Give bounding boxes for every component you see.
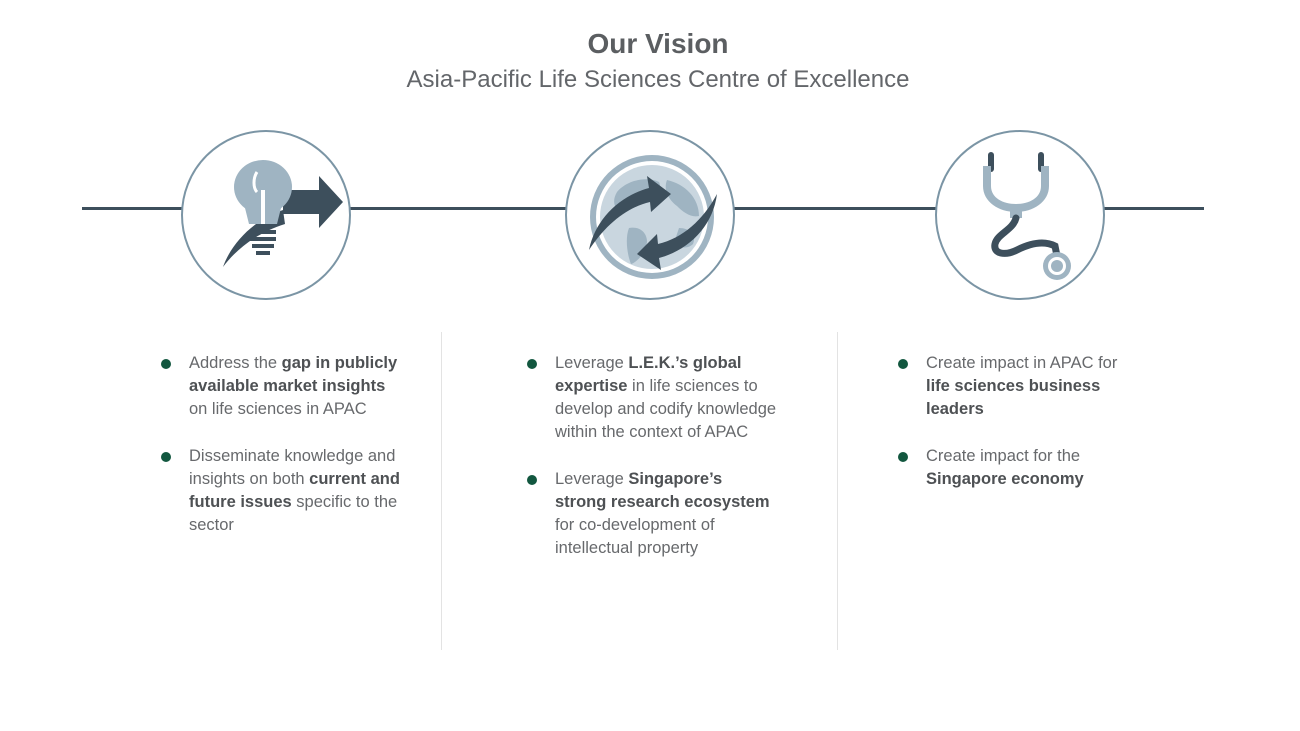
page-title: Our Vision <box>587 28 729 59</box>
icon-circle-right <box>935 130 1105 300</box>
column-divider-2 <box>837 332 838 650</box>
bullet-text: specific to the sector <box>189 493 398 534</box>
bullet-list: Leverage L.E.K.’s global expertise in li… <box>527 352 777 560</box>
bullet-text: Disseminate knowledge and insights on bo… <box>189 447 396 488</box>
bullet-bold-text: life sciences business leaders <box>926 377 1101 418</box>
bullet-text: Leverage <box>555 470 629 488</box>
bullet-text: Leverage <box>555 354 629 372</box>
bullet-item: Leverage L.E.K.’s global expertise in li… <box>527 352 777 444</box>
column-left: Address the gap in publicly available ma… <box>161 352 406 561</box>
column-divider-1 <box>441 332 442 650</box>
icon-circle-middle <box>565 130 735 300</box>
bullet-text: Create impact in APAC for <box>926 354 1118 372</box>
globe-exchange-icon <box>589 155 717 279</box>
bullet-item: Create impact in APAC for life sciences … <box>898 352 1143 421</box>
bullet-text: for co-development of intellectual prope… <box>555 516 715 557</box>
bullet-text: on life sciences in APAC <box>189 400 367 418</box>
column-middle: Leverage L.E.K.’s global expertise in li… <box>527 352 777 584</box>
bullet-bold-text: L.E.K.’s global expertise <box>555 354 742 395</box>
lightbulb-arrow-icon <box>223 160 343 267</box>
icon-circle-left <box>181 130 351 300</box>
column-right: Create impact in APAC for life sciences … <box>898 352 1143 515</box>
bullet-item: Create impact for the Singapore economy <box>898 445 1143 491</box>
bullet-list: Address the gap in publicly available ma… <box>161 352 406 537</box>
bullet-bold-text: Singapore’s strong research ecosystem <box>555 470 770 511</box>
page-subtitle: Asia-Pacific Life Sciences Centre of Exc… <box>406 66 910 93</box>
bullet-item: Leverage Singapore’s strong research eco… <box>527 468 777 560</box>
stethoscope-icon <box>983 152 1071 280</box>
bullet-bold-text: Singapore economy <box>926 470 1084 488</box>
bullet-list: Create impact in APAC for life sciences … <box>898 352 1143 491</box>
bullet-item: Disseminate knowledge and insights on bo… <box>161 445 406 537</box>
bullet-bold-text: current and future issues <box>189 470 400 511</box>
bullet-text: Address the <box>189 354 282 372</box>
bullet-bold-text: gap in publicly available market insight… <box>189 354 398 395</box>
bullet-text: Create impact for the <box>926 447 1081 465</box>
bullet-text: in life sciences to develop and codify k… <box>555 377 777 441</box>
bullet-item: Address the gap in publicly available ma… <box>161 352 406 421</box>
